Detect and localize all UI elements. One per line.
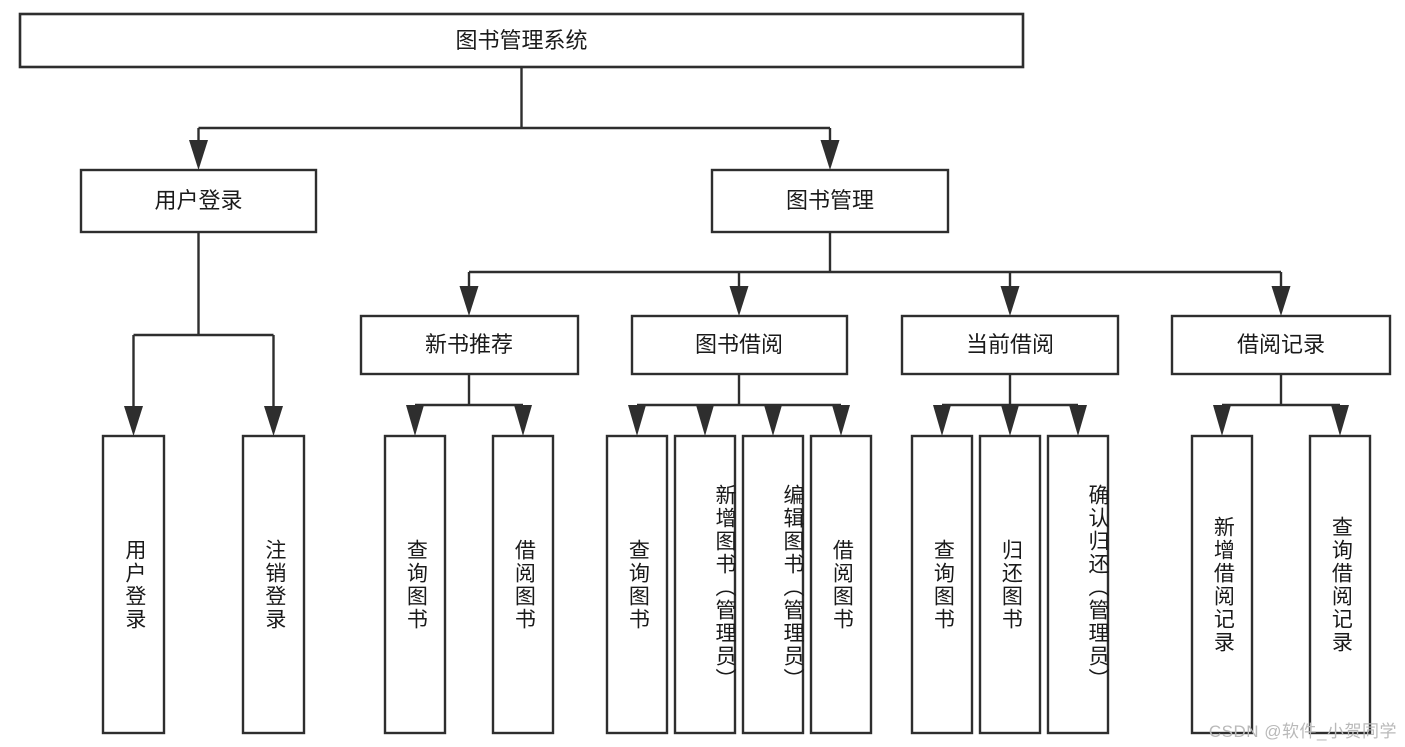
arrowhead-new-book-rec xyxy=(459,286,479,316)
node-book-management-label: 图书管理 xyxy=(786,188,874,213)
node-book-borrow[interactable] xyxy=(630,314,849,376)
arrowhead-leaf-logout xyxy=(264,406,283,436)
node-borrow-record-label: 借阅记录 xyxy=(1237,332,1325,357)
node-book-borrow-label: 图书借阅 xyxy=(695,332,783,357)
node-borrow-record[interactable] xyxy=(1170,314,1392,376)
arrowhead-borrowrecord-leaf-2 xyxy=(1331,405,1349,436)
node-new-book-recommend-label: 新书推荐 xyxy=(425,332,513,357)
node-user-login[interactable] xyxy=(79,168,318,234)
leaf-bookborrow-add[interactable] xyxy=(673,434,737,735)
arrowhead-currentborrow-leaf-1 xyxy=(933,405,951,436)
node-current-borrow-label: 当前借阅 xyxy=(966,332,1054,357)
leaf-user-login-login[interactable] xyxy=(101,434,166,735)
node-layer: 图书管理系统 用户登录 图书管理 新书推荐 图书借阅 当前借阅 借阅记录 xyxy=(18,12,1392,735)
arrowhead-currentborrow-leaf-3 xyxy=(1069,405,1087,436)
node-book-management[interactable] xyxy=(710,168,950,234)
node-new-book-recommend[interactable] xyxy=(359,314,580,376)
leaf-currentborrow-return[interactable] xyxy=(978,434,1042,735)
arrowhead-borrowrecord-leaf-1 xyxy=(1213,405,1231,436)
node-root-system-label: 图书管理系统 xyxy=(455,28,587,53)
connector-layer xyxy=(124,67,1349,436)
node-root-system[interactable] xyxy=(18,12,1025,69)
arrowhead-book-mgmt xyxy=(820,140,840,170)
leaf-newbook-query[interactable] xyxy=(383,434,447,735)
arrowhead-currentborrow-leaf-2 xyxy=(1001,405,1019,436)
arrowhead-user-login xyxy=(189,140,208,170)
arrowhead-newbook-leaf-2 xyxy=(514,405,532,436)
leaf-borrowrecord-add[interactable] xyxy=(1190,434,1254,735)
leaf-borrowrecord-query[interactable] xyxy=(1308,434,1372,735)
leaf-bookborrow-edit[interactable] xyxy=(741,434,805,735)
arrowhead-bookborrow-leaf-1 xyxy=(628,405,646,436)
arrowhead-leaf-user-login xyxy=(124,406,143,436)
arrowhead-newbook-leaf-1 xyxy=(406,405,424,436)
csdn-watermark: CSDN @软件_小贺同学 xyxy=(1208,722,1397,741)
leaf-newbook-borrow[interactable] xyxy=(491,434,555,735)
node-current-borrow[interactable] xyxy=(900,314,1120,376)
arrowhead-current-borrow xyxy=(1000,286,1020,316)
leaf-bookborrow-query[interactable] xyxy=(605,434,669,735)
arrowhead-book-borrow xyxy=(729,286,749,316)
arrowhead-bookborrow-leaf-2 xyxy=(696,405,714,436)
arrowhead-borrow-record xyxy=(1271,286,1291,316)
leaf-user-login-logout[interactable] xyxy=(241,434,306,735)
leaf-currentborrow-confirm[interactable] xyxy=(1046,434,1110,735)
arrowhead-bookborrow-leaf-3 xyxy=(764,405,782,436)
node-user-login-label: 用户登录 xyxy=(154,188,242,213)
leaf-currentborrow-query[interactable] xyxy=(910,434,974,735)
arrowhead-bookborrow-leaf-4 xyxy=(832,405,850,436)
leaf-bookborrow-borrow[interactable] xyxy=(809,434,873,735)
